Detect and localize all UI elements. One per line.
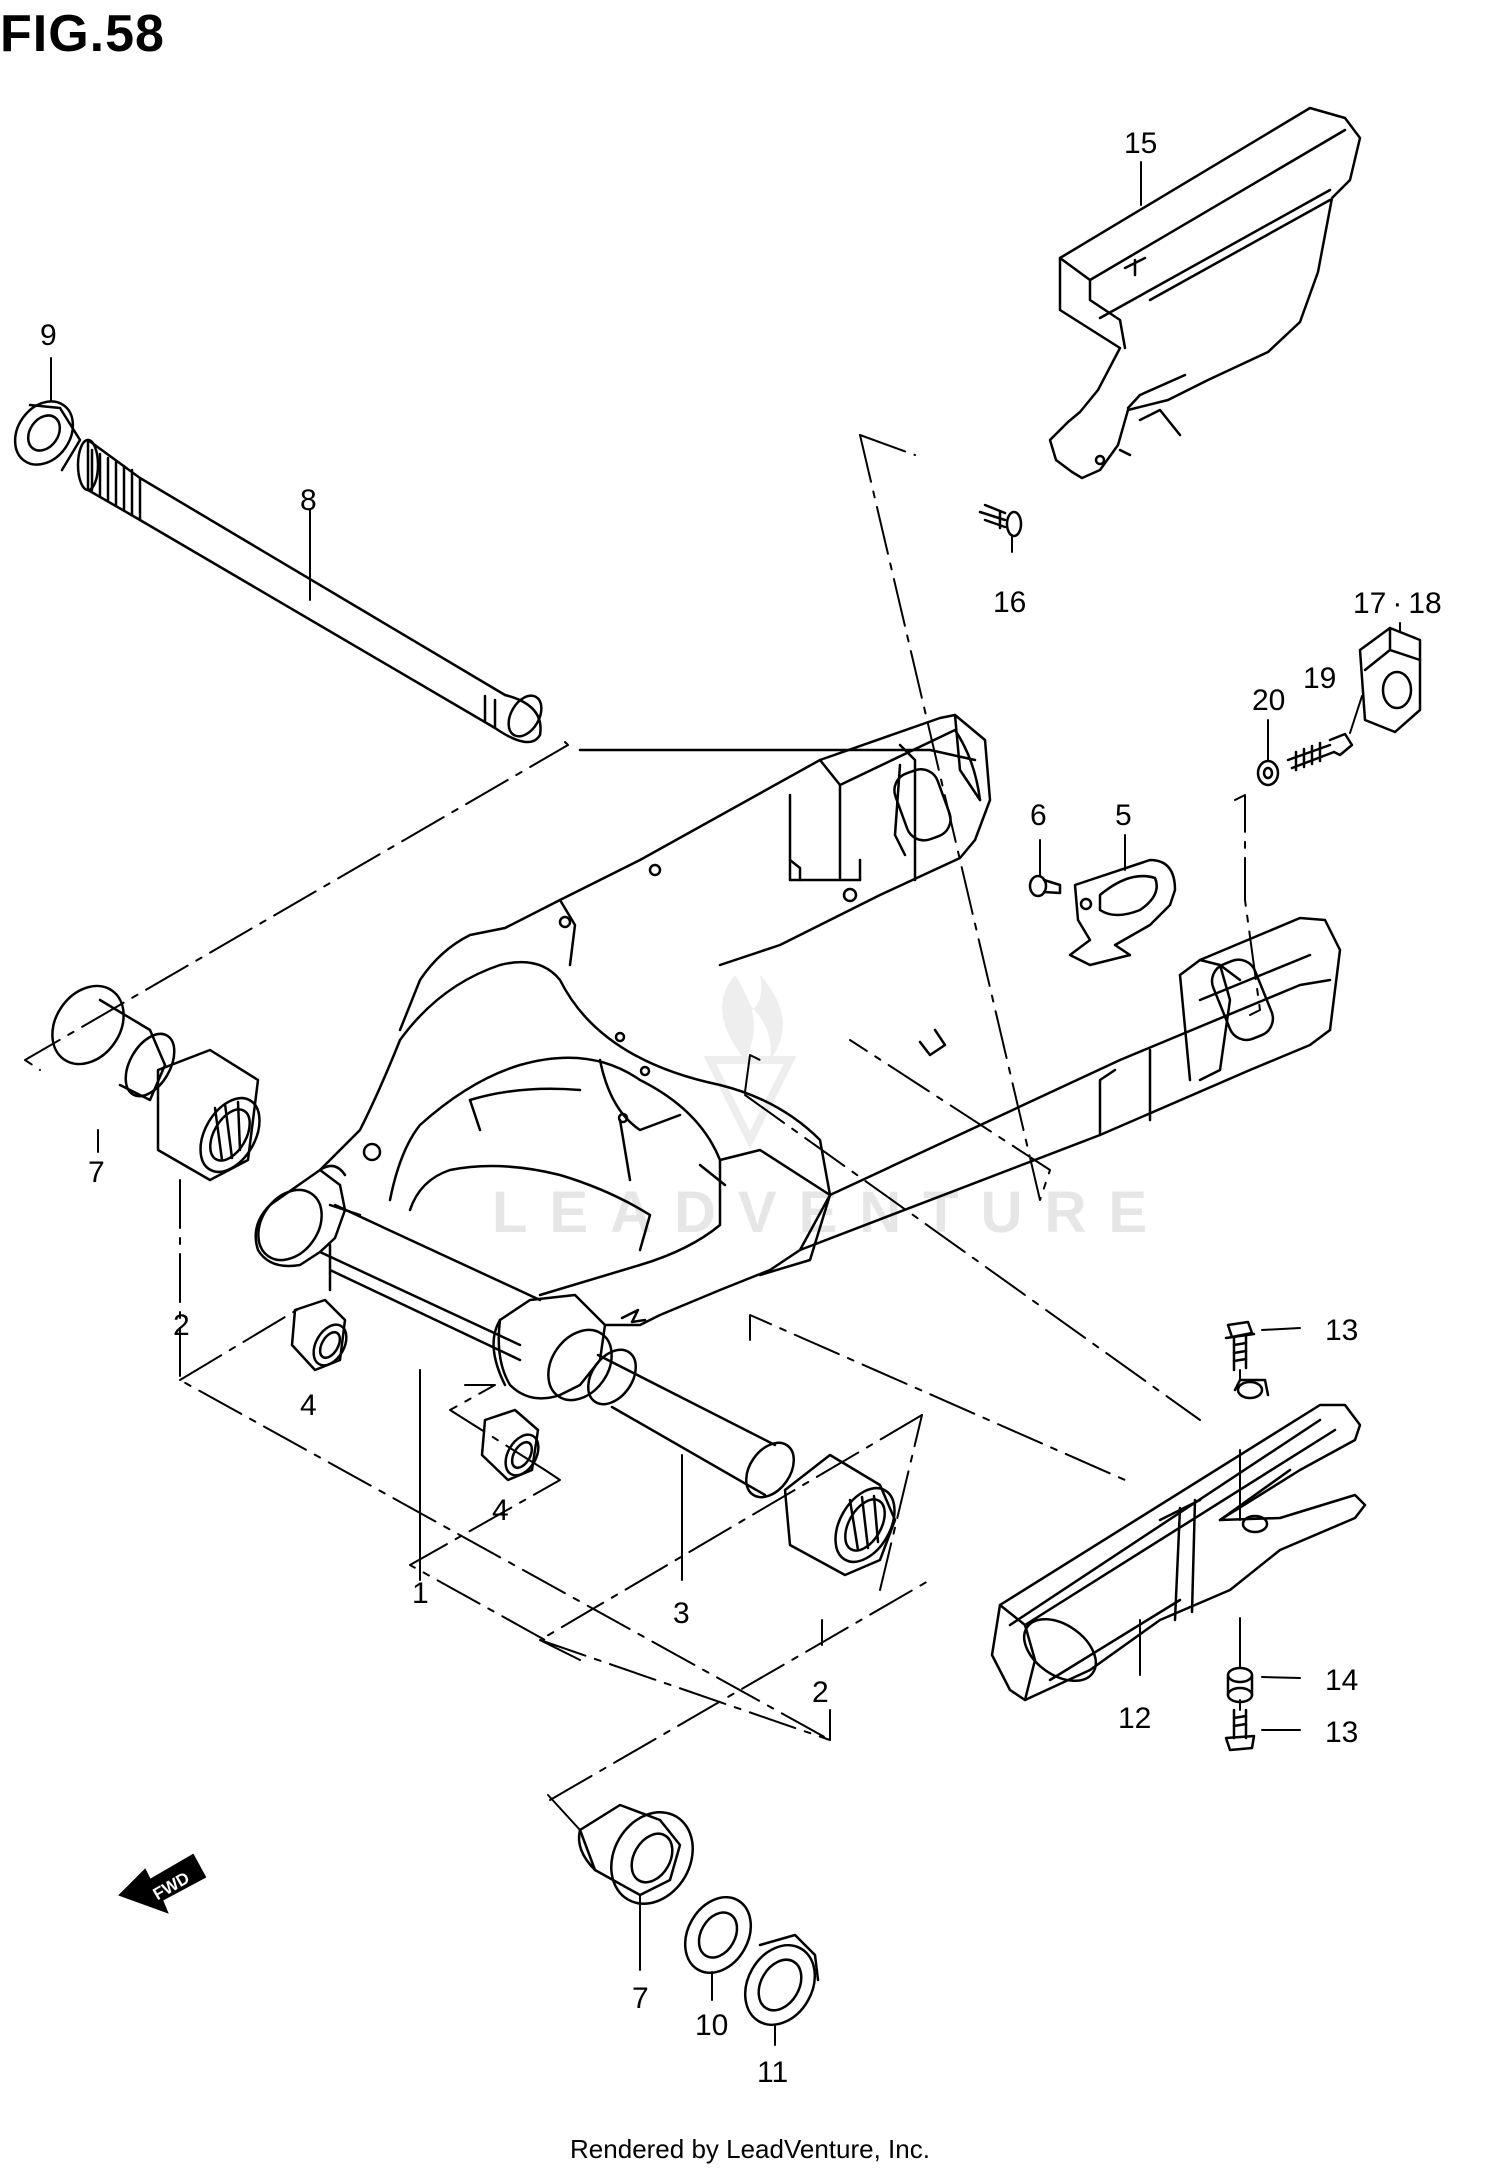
part-9-seal bbox=[13, 400, 82, 472]
part-13-bolt-upper bbox=[1224, 1320, 1256, 1372]
part-11-seal bbox=[743, 1933, 820, 2026]
part-7-collar-upper bbox=[51, 984, 176, 1102]
callout-2-left: 2 bbox=[173, 1309, 190, 1342]
callout-5: 5 bbox=[1115, 799, 1132, 832]
callout-15: 15 bbox=[1124, 127, 1157, 160]
callout-20: 20 bbox=[1252, 684, 1285, 717]
callout-10: 10 bbox=[695, 2009, 728, 2042]
fwd-arrow-icon: FWD bbox=[118, 1853, 207, 1914]
callout-2-right: 2 bbox=[812, 1676, 829, 1709]
part-17-18-chain-adjuster bbox=[1358, 626, 1422, 734]
figure-title: FIG.58 bbox=[0, 5, 165, 63]
part-3-spacer-tube bbox=[586, 1348, 796, 1499]
part-14-collar bbox=[1226, 1666, 1254, 1704]
part-1-swingarm bbox=[254, 713, 1342, 1402]
callout-19: 19 bbox=[1303, 662, 1336, 695]
part-6-screw bbox=[1028, 874, 1062, 898]
callout-11: 11 bbox=[757, 2056, 788, 2089]
alignment-lines bbox=[24, 434, 1261, 1831]
watermark-text: LEADVENTURE bbox=[492, 1180, 1169, 1245]
callout-4-left: 4 bbox=[300, 1389, 317, 1422]
footer-credit: Rendered by LeadVenture, Inc. bbox=[570, 2134, 930, 2164]
part-19-adjuster-bolt bbox=[1286, 732, 1354, 772]
part-8-pivot-shaft bbox=[76, 438, 543, 744]
callout-7-upper: 7 bbox=[88, 1156, 105, 1189]
callout-4-right: 4 bbox=[492, 1494, 509, 1527]
part-7-collar-lower bbox=[577, 1803, 694, 1905]
part-15-chain-cover bbox=[1048, 106, 1362, 480]
callout-12: 12 bbox=[1118, 1702, 1151, 1735]
watermark: LEADVENTURE bbox=[492, 975, 1169, 1245]
callout-8: 8 bbox=[300, 484, 317, 517]
part-5-bracket-plate bbox=[1068, 858, 1177, 967]
watermark-chevron-icon bbox=[703, 1056, 797, 1149]
part-12-chain-guide bbox=[990, 1378, 1367, 1702]
part-2-bearing-left bbox=[156, 1048, 261, 1182]
callout-9: 9 bbox=[40, 319, 57, 352]
callout-3: 3 bbox=[673, 1597, 690, 1630]
callout-7-lower: 7 bbox=[632, 1982, 649, 2015]
part-2-bearing-right bbox=[783, 1453, 897, 1577]
part-20-nut bbox=[1256, 759, 1280, 787]
callout-14: 14 bbox=[1325, 1664, 1358, 1697]
part-10-washer bbox=[683, 1896, 753, 1974]
part-4-needle-bearing-left bbox=[290, 1298, 348, 1372]
callout-13-lower: 13 bbox=[1325, 1716, 1358, 1749]
part-16-bolt bbox=[978, 503, 1023, 538]
callout-6: 6 bbox=[1030, 799, 1047, 832]
callout-13-upper: 13 bbox=[1325, 1314, 1358, 1347]
part-4-needle-bearing-right bbox=[480, 1408, 540, 1482]
leader-lines bbox=[50, 161, 1401, 2046]
part-13-bolt-lower bbox=[1224, 1708, 1256, 1752]
callout-16: 16 bbox=[993, 586, 1026, 619]
callout-1: 1 bbox=[412, 1577, 429, 1610]
callout-17-18: 17 · 18 bbox=[1353, 587, 1442, 620]
watermark-flame-icon bbox=[722, 975, 783, 1060]
